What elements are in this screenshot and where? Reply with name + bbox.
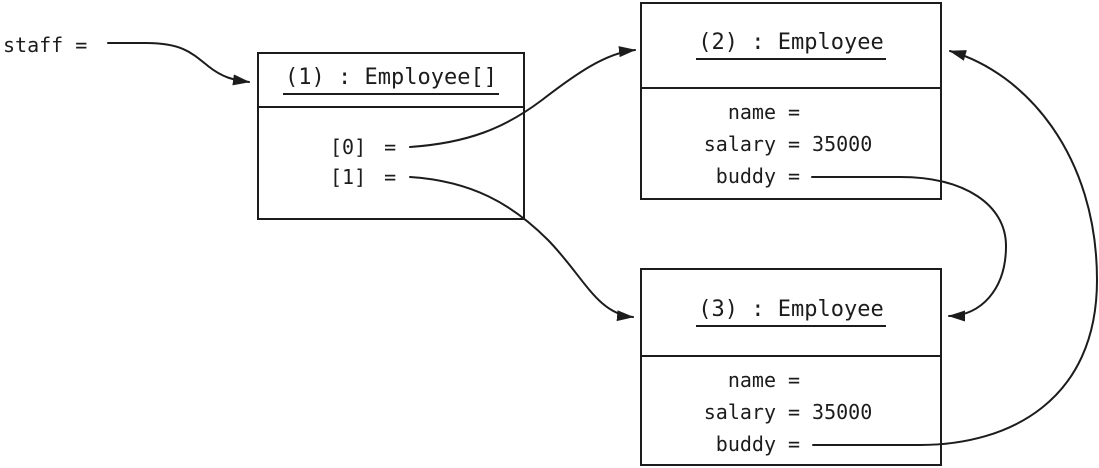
field-value: 35000 <box>812 132 873 156</box>
equals-sign: = <box>788 164 801 188</box>
field-name: salary <box>703 400 776 424</box>
object-title-employee-3: (3) : Employee <box>696 298 886 327</box>
field-row-salary: salary = 35000 <box>642 396 940 428</box>
field-name: name <box>727 100 776 124</box>
equals-sign: = <box>788 132 801 156</box>
field-row-index-1: [1] = <box>259 162 523 192</box>
field-row-name: name = <box>642 364 940 396</box>
title-compartment: (3) : Employee <box>642 270 940 357</box>
field-name: name <box>727 368 776 392</box>
object-title-employee-2: (2) : Employee <box>696 31 886 60</box>
equals-sign: = <box>788 100 801 124</box>
field-name: buddy <box>715 164 776 188</box>
field-row-buddy: buddy = <box>642 160 940 192</box>
title-compartment: (1) : Employee[] <box>259 54 523 108</box>
field-value: 35000 <box>812 400 873 424</box>
staff-variable-label: staff = <box>3 33 88 57</box>
field-row-index-0: [0] = <box>259 132 523 162</box>
equals-sign: = <box>384 165 397 189</box>
field-row-name: name = <box>642 96 940 128</box>
field-name: salary <box>703 132 776 156</box>
arrow-staff-to-array <box>107 42 250 86</box>
equals-sign: = <box>788 432 801 456</box>
field-row-buddy: buddy = <box>642 428 940 460</box>
field-row-salary: salary = 35000 <box>642 128 940 160</box>
equals-sign: = <box>788 368 801 392</box>
equals-sign: = <box>384 135 397 159</box>
title-compartment: (2) : Employee <box>642 4 940 89</box>
fields-compartment: [0] = [1] = <box>259 108 523 192</box>
field-name: [1] <box>330 165 367 189</box>
fields-compartment: name = salary = 35000 buddy = <box>642 357 940 460</box>
object-box-employee-2: (2) : Employee name = salary = 35000 bud… <box>640 2 942 200</box>
field-name: buddy <box>715 432 776 456</box>
fields-compartment: name = salary = 35000 buddy = <box>642 89 940 192</box>
object-box-employee-array: (1) : Employee[] [0] = [1] = <box>257 52 525 220</box>
field-name: [0] <box>330 135 367 159</box>
object-box-employee-3: (3) : Employee name = salary = 35000 bud… <box>640 268 942 466</box>
object-title-array: (1) : Employee[] <box>283 65 499 95</box>
equals-sign: = <box>788 400 801 424</box>
